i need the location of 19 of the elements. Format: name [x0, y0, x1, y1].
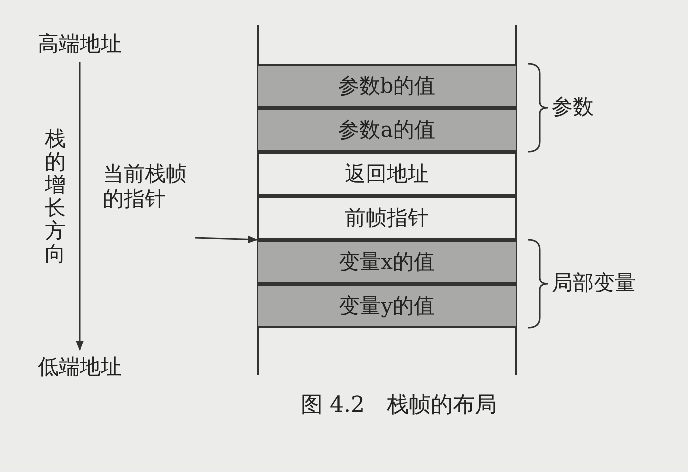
stack-cell	[258, 284, 516, 328]
stack-cell	[258, 240, 516, 284]
cell-text: 前帧指针	[345, 205, 429, 232]
address-label: 高端地址	[38, 32, 122, 58]
cell-text: 返回地址	[345, 161, 429, 188]
direction-label: 栈的增长方向	[45, 128, 66, 267]
stack-cell	[258, 108, 516, 152]
stack-cell	[258, 64, 516, 108]
pointer-arrow	[194, 236, 258, 244]
pointer-label: 当前栈帧的指针	[103, 162, 192, 212]
cell-text: 变量y的值	[339, 293, 435, 320]
figure-caption: 图 4.2 栈帧的布局	[301, 393, 497, 418]
stack-cell	[258, 152, 516, 196]
brace-label: 局部变量	[552, 271, 636, 296]
brace-label: 参数	[552, 95, 594, 120]
cell-text: 参数b的值	[338, 73, 436, 100]
cell-text: 参数a的值	[338, 117, 436, 144]
cell-text: 变量x的值	[339, 249, 435, 276]
address-label: 低端地址	[38, 355, 122, 380]
